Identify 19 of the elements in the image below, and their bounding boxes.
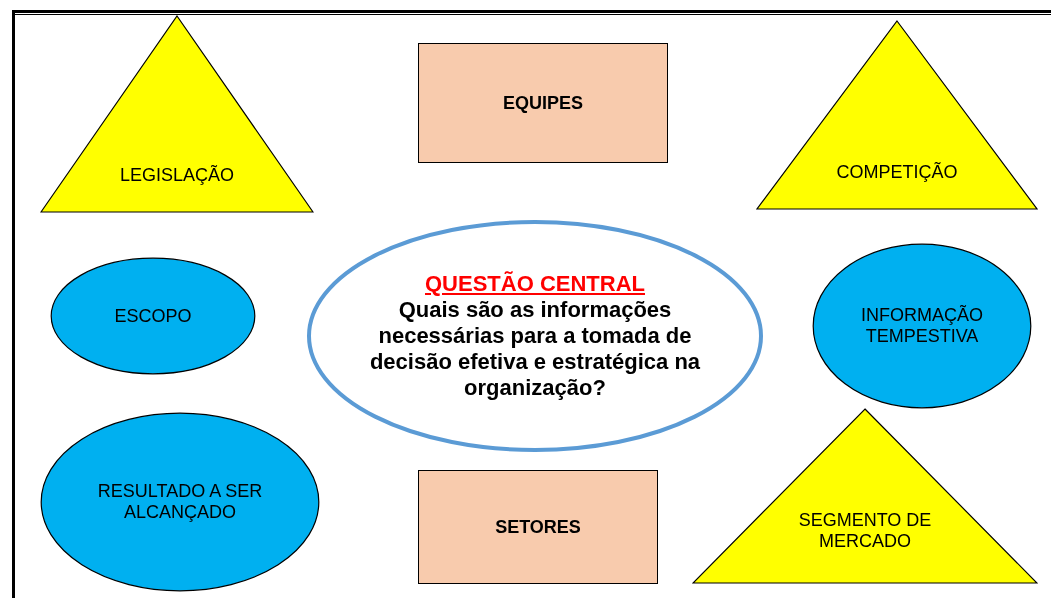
ellipse-node [812, 243, 1032, 409]
node-label: EQUIPES [503, 92, 583, 114]
node-label: Quais são as informações necessárias para a tomada de decisão efetiva e estratégica na organização? [368, 297, 702, 401]
triangle-shape [40, 15, 314, 213]
node-label: SETORES [495, 516, 581, 538]
triangle-shape [692, 408, 1038, 584]
node-label: INFORMAÇÃO TEMPESTIVA [860, 305, 984, 347]
triangle-shape [756, 20, 1038, 210]
node-label: LEGISLAÇÃO [119, 165, 234, 186]
process-box [418, 43, 668, 163]
node-label: COMPETIÇÃO [836, 162, 958, 183]
ellipse-node [40, 412, 320, 592]
node-label: RESULTADO A SER ALCANÇADO [96, 481, 264, 523]
node-label: SEGMENTO DE MERCADO [797, 510, 933, 552]
process-box [418, 470, 658, 584]
heading-text: QUESTÃO CENTRAL [425, 271, 645, 297]
central-ellipse [305, 218, 765, 454]
ellipse-node [50, 257, 256, 375]
node-label: ESCOPO [114, 305, 192, 327]
